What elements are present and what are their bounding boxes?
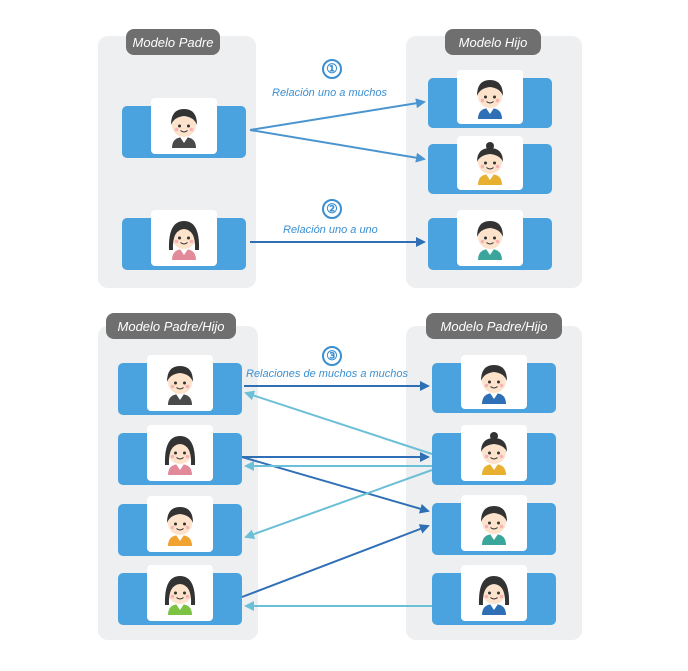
man-dark-suit-avatar-icon xyxy=(160,361,200,410)
card-inner xyxy=(147,496,213,552)
card-right-3 xyxy=(432,495,556,555)
woman-green-avatar-icon xyxy=(160,571,200,620)
card-child-2 xyxy=(428,136,552,194)
card-inner xyxy=(457,70,523,124)
arrow-one-to-many-1 xyxy=(249,98,426,131)
card-inner xyxy=(461,495,527,551)
left-parent-child-title: Modelo Padre/Hijo xyxy=(106,313,236,339)
child-model-title: Modelo Hijo xyxy=(445,29,541,55)
card-inner xyxy=(461,425,527,481)
card-child-3 xyxy=(428,210,552,270)
card-inner xyxy=(147,355,213,411)
card-left-4 xyxy=(118,565,242,625)
relation-1-label: Relación uno a muchos xyxy=(272,87,387,99)
man-blue-avatar-icon xyxy=(470,75,510,124)
man-orange-avatar-icon xyxy=(160,502,200,551)
man-blue-avatar-icon xyxy=(474,360,514,409)
card-inner xyxy=(461,355,527,409)
relation-3-label: Relaciones de muchos a muchos xyxy=(246,368,409,380)
arrow-m2m-l4-r3 xyxy=(241,524,430,598)
man-dark-suit-avatar-icon xyxy=(164,104,204,153)
card-parent-1 xyxy=(122,98,246,158)
card-child-1 xyxy=(428,70,552,128)
right-parent-child-title: Modelo Padre/Hijo xyxy=(426,313,562,339)
relation-2-number: ② xyxy=(322,199,342,219)
relation-2-label: Relación uno a uno xyxy=(283,224,378,236)
relation-3-number: ③ xyxy=(322,346,342,366)
woman-pink-avatar-icon xyxy=(164,216,204,265)
card-right-2 xyxy=(432,425,556,485)
man-teal-avatar-icon xyxy=(470,216,510,265)
card-right-4 xyxy=(432,565,556,625)
arrow-m2m-r2-l3 xyxy=(244,469,433,539)
arrow-one-to-many-2 xyxy=(249,129,426,163)
woman-blue-avatar-icon xyxy=(474,571,514,620)
woman-bun-yellow-avatar-icon xyxy=(474,431,514,480)
card-inner xyxy=(151,210,217,266)
woman-bun-yellow-avatar-icon xyxy=(470,141,510,190)
card-left-2 xyxy=(118,425,242,485)
arrow-m2m-r2-l1 xyxy=(244,390,433,455)
card-parent-2 xyxy=(122,210,246,270)
card-inner xyxy=(457,136,523,190)
relation-1-number: ① xyxy=(322,59,342,79)
card-inner xyxy=(461,565,527,621)
card-left-3 xyxy=(118,496,242,556)
parent-model-title: Modelo Padre xyxy=(126,29,220,55)
woman-pink-avatar-icon xyxy=(160,431,200,480)
man-teal-avatar-icon xyxy=(474,501,514,550)
card-inner xyxy=(457,210,523,266)
card-inner xyxy=(147,565,213,621)
card-left-1 xyxy=(118,355,242,415)
card-right-1 xyxy=(432,355,556,413)
card-inner xyxy=(147,425,213,481)
card-inner xyxy=(151,98,217,154)
